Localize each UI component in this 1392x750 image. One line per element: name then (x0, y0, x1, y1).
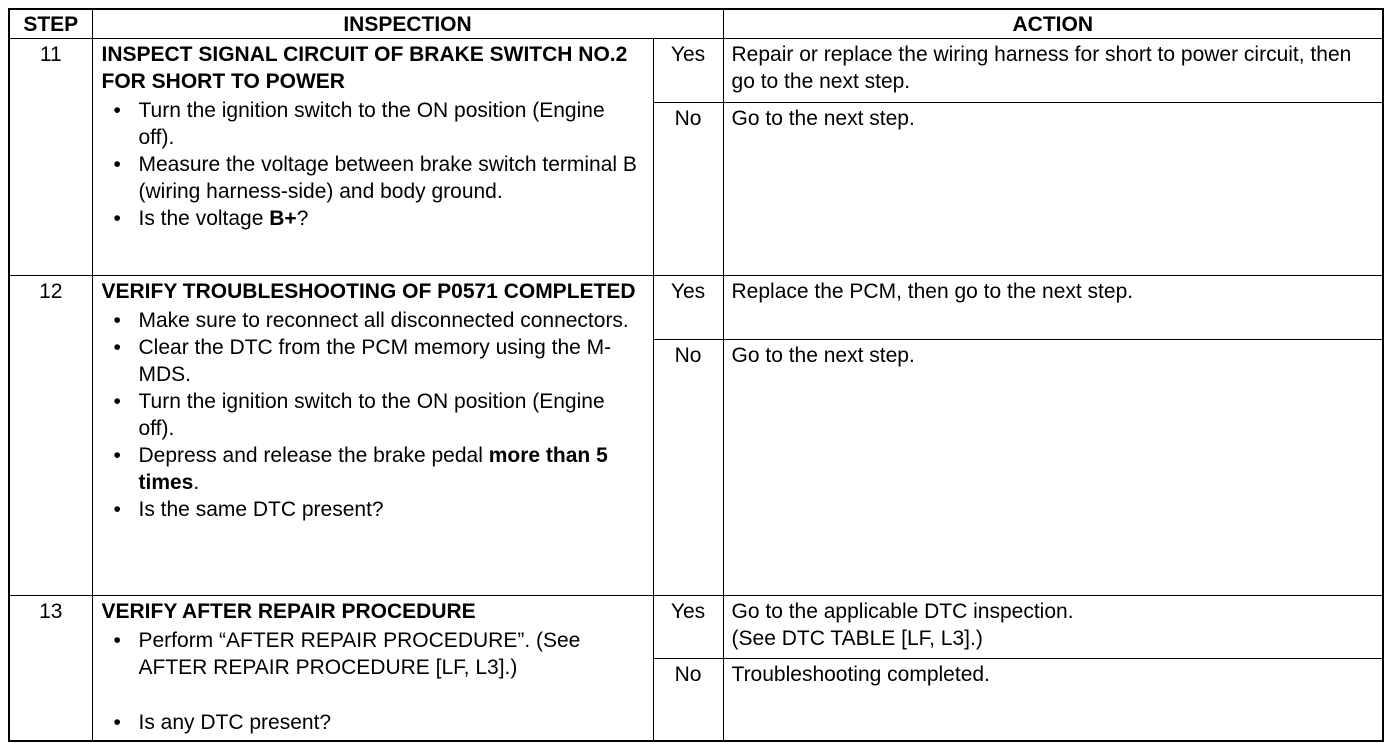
inspection-title: VERIFY TROUBLESHOOTING OF P0571 COMPLETE… (101, 280, 636, 304)
inspection-cell: INSPECT SIGNAL CIRCUIT OF BRAKE SWITCH N… (91, 38, 654, 277)
bullet-icon: • (113, 99, 121, 123)
header-action: ACTION (722, 8, 1384, 40)
bullet-icon: • (113, 207, 121, 231)
list-item: •Is the same DTC present? (113, 498, 384, 522)
yes-label: Yes (652, 594, 724, 659)
yes-label: Yes (652, 275, 724, 340)
no-label: No (652, 338, 724, 596)
bullet-icon: • (113, 309, 121, 333)
yes-action-line: (See DTC TABLE [LF, L3].) (731, 626, 983, 650)
bullet-icon: • (113, 153, 121, 177)
header-step: STEP (8, 8, 93, 40)
diagnostic-procedure-table: STEP INSPECTION ACTION 11 INSPECT SIGNAL… (8, 8, 1385, 742)
list-item: •Depress and release the brake pedal mor… (113, 444, 608, 495)
inspection-title: INSPECT SIGNAL CIRCUIT OF BRAKE SWITCH N… (101, 43, 628, 94)
yes-label: Yes (652, 38, 724, 104)
inspection-title: VERIFY AFTER REPAIR PROCEDURE (101, 599, 476, 623)
bullet-icon: • (113, 336, 121, 360)
bullet-icon: • (113, 498, 121, 522)
bullet-icon: • (113, 444, 121, 468)
step-number: 11 (8, 38, 93, 277)
list-item: •Is any DTC present? (113, 710, 332, 734)
no-action: Go to the next step. (722, 338, 1384, 596)
header-inspection: INSPECTION (91, 8, 724, 40)
bullet-icon: • (113, 628, 121, 652)
bullet-icon: • (113, 710, 121, 734)
list-item: •Is the voltage B+? (113, 207, 309, 231)
bullet-icon: • (113, 390, 121, 414)
list-item: •Measure the voltage between brake switc… (113, 153, 637, 204)
table-row: No Go to the next step. (9, 102, 1384, 277)
list-item: •Perform “AFTER REPAIR PROCEDURE”. (See … (113, 628, 581, 679)
yes-action: Replace the PCM, then go to the next ste… (722, 275, 1384, 340)
table-row: 13 VERIFY AFTER REPAIR PROCEDURE •Perfor… (8, 594, 1384, 742)
yes-action: Go to the applicable DTC inspection. (Se… (722, 594, 1384, 659)
table-row: No Go to the next step. (9, 338, 1384, 596)
table-row: 11 INSPECT SIGNAL CIRCUIT OF BRAKE SWITC… (8, 38, 1384, 277)
yes-action: Repair or replace the wiring harness for… (722, 38, 1384, 104)
inspection-steps: •Make sure to reconnect all disconnected… (102, 307, 645, 523)
list-item: •Make sure to reconnect all disconnected… (113, 309, 629, 333)
inspection-cell: VERIFY AFTER REPAIR PROCEDURE •Perform “… (91, 594, 654, 742)
inspection-steps: •Perform “AFTER REPAIR PROCEDURE”. (See … (102, 627, 645, 736)
no-action: Go to the next step. (722, 102, 1384, 277)
list-item: •Turn the ignition switch to the ON posi… (113, 99, 605, 150)
list-item: •Turn the ignition switch to the ON posi… (113, 390, 605, 441)
table-row: 12 VERIFY TROUBLESHOOTING OF P0571 COMPL… (8, 275, 1384, 596)
yes-action-line: Go to the applicable DTC inspection. (731, 599, 1074, 623)
step-number: 12 (8, 275, 93, 596)
no-label: No (652, 657, 724, 742)
list-item: •Clear the DTC from the PCM memory using… (113, 336, 612, 387)
no-action: Troubleshooting completed. (722, 657, 1384, 742)
inspection-steps: •Turn the ignition switch to the ON posi… (102, 97, 645, 232)
inspection-cell: VERIFY TROUBLESHOOTING OF P0571 COMPLETE… (91, 275, 654, 596)
step-number: 13 (8, 594, 93, 742)
no-label: No (652, 102, 724, 277)
table-row: No Troubleshooting completed. (9, 657, 1384, 742)
header-row: STEP INSPECTION ACTION (8, 8, 1384, 40)
